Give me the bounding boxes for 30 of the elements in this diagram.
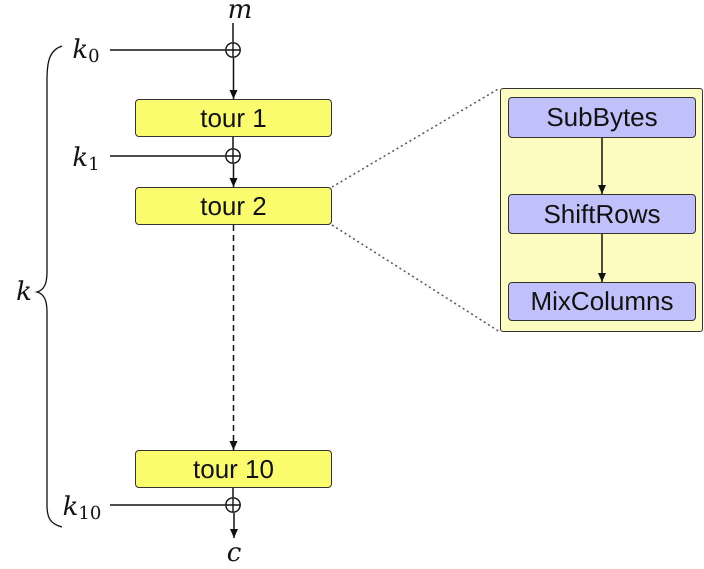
step-box: MixColumns [508,282,696,321]
arrow [598,234,606,282]
connector-line [232,23,234,42]
math-label: k$_{1}$ [62,141,110,175]
round-box: tour 1 [135,99,332,137]
connector-line [232,488,234,497]
math-label: c [220,538,248,568]
arrow [230,513,238,538]
arrow [230,225,238,450]
step-box: ShiftRows [508,194,696,234]
connector-line [332,224,500,333]
arrow [230,164,238,187]
math-label: k$_{10}$ [54,489,110,525]
connector-line [110,155,225,157]
connector-line [232,137,234,148]
arrow [230,58,238,99]
xor-symbol [225,42,241,58]
zoom-panel [500,88,703,332]
round-box: tour 10 [135,450,332,488]
round-box: tour 2 [135,187,332,225]
arrow [598,138,606,194]
step-box: SubBytes [508,97,696,138]
xor-symbol [225,148,241,164]
connector-line [110,504,225,506]
connector-line [110,49,225,51]
brace-label: k [15,276,33,308]
math-label: k$_{0}$ [62,33,110,67]
connector-line [332,87,500,188]
xor-symbol [225,497,241,513]
math-label: m [226,0,254,23]
